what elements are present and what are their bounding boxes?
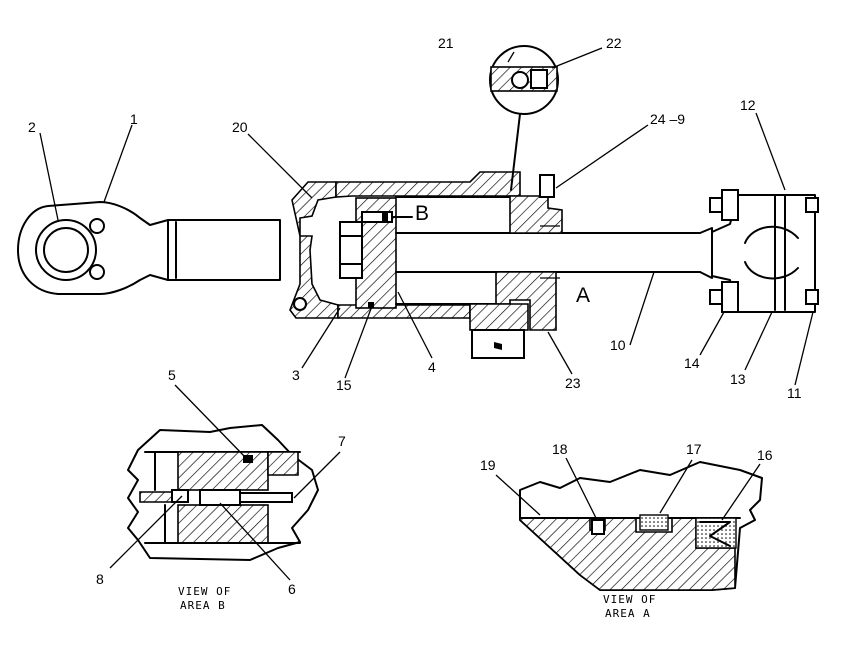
cylinder-tube — [395, 196, 511, 305]
callout-16: 16 — [757, 447, 773, 463]
view-area-a: VIEW OF AREA A — [495, 457, 763, 620]
rod-eye — [17, 201, 281, 295]
view-b-caption-line1: VIEW OF — [178, 585, 231, 598]
view-area-b: VIEW OF AREA B — [109, 384, 341, 612]
callout-8: 8 — [96, 571, 104, 587]
callout-numbers: 2 1 20 21 22 24 –9 12 3 15 4 23 10 14 13… — [28, 35, 802, 597]
callout-21: 21 — [438, 35, 454, 51]
clamp-end — [709, 189, 819, 313]
callout-11: 11 — [787, 385, 802, 401]
area-letter-b: B — [415, 202, 429, 225]
callout-6: 6 — [288, 581, 296, 597]
view-a-caption-line1: VIEW OF — [603, 593, 656, 606]
callout-24: 24 –9 — [650, 111, 685, 127]
callout-14: 14 — [684, 355, 700, 371]
callout-23: 23 — [565, 375, 581, 391]
rod-gland — [469, 174, 563, 359]
callout-13: 13 — [730, 371, 746, 387]
view-a-caption-line2: AREA A — [605, 607, 651, 620]
callout-3: 3 — [292, 367, 300, 383]
callout-18: 18 — [552, 441, 568, 457]
view-b-caption-line2: AREA B — [180, 599, 226, 612]
callout-22: 22 — [606, 35, 622, 51]
cylinder-assembly: B A — [17, 45, 819, 359]
callout-12: 12 — [740, 97, 756, 113]
callout-5: 5 — [168, 367, 176, 383]
leader-lines — [39, 47, 814, 386]
callout-19: 19 — [480, 457, 496, 473]
cylinder-head-cap — [289, 171, 521, 319]
callout-1: 1 — [130, 111, 138, 127]
callout-10: 10 — [610, 337, 626, 353]
piston-rod — [395, 227, 713, 279]
callout-2: 2 — [28, 119, 36, 135]
callout-17: 17 — [686, 441, 702, 457]
piston — [339, 197, 413, 309]
callout-20: 20 — [232, 119, 248, 135]
callout-7: 7 — [338, 433, 346, 449]
seal-detail-circle — [489, 45, 559, 191]
area-letter-a: A — [576, 284, 590, 307]
callout-15: 15 — [336, 377, 352, 393]
callout-4: 4 — [428, 359, 436, 375]
